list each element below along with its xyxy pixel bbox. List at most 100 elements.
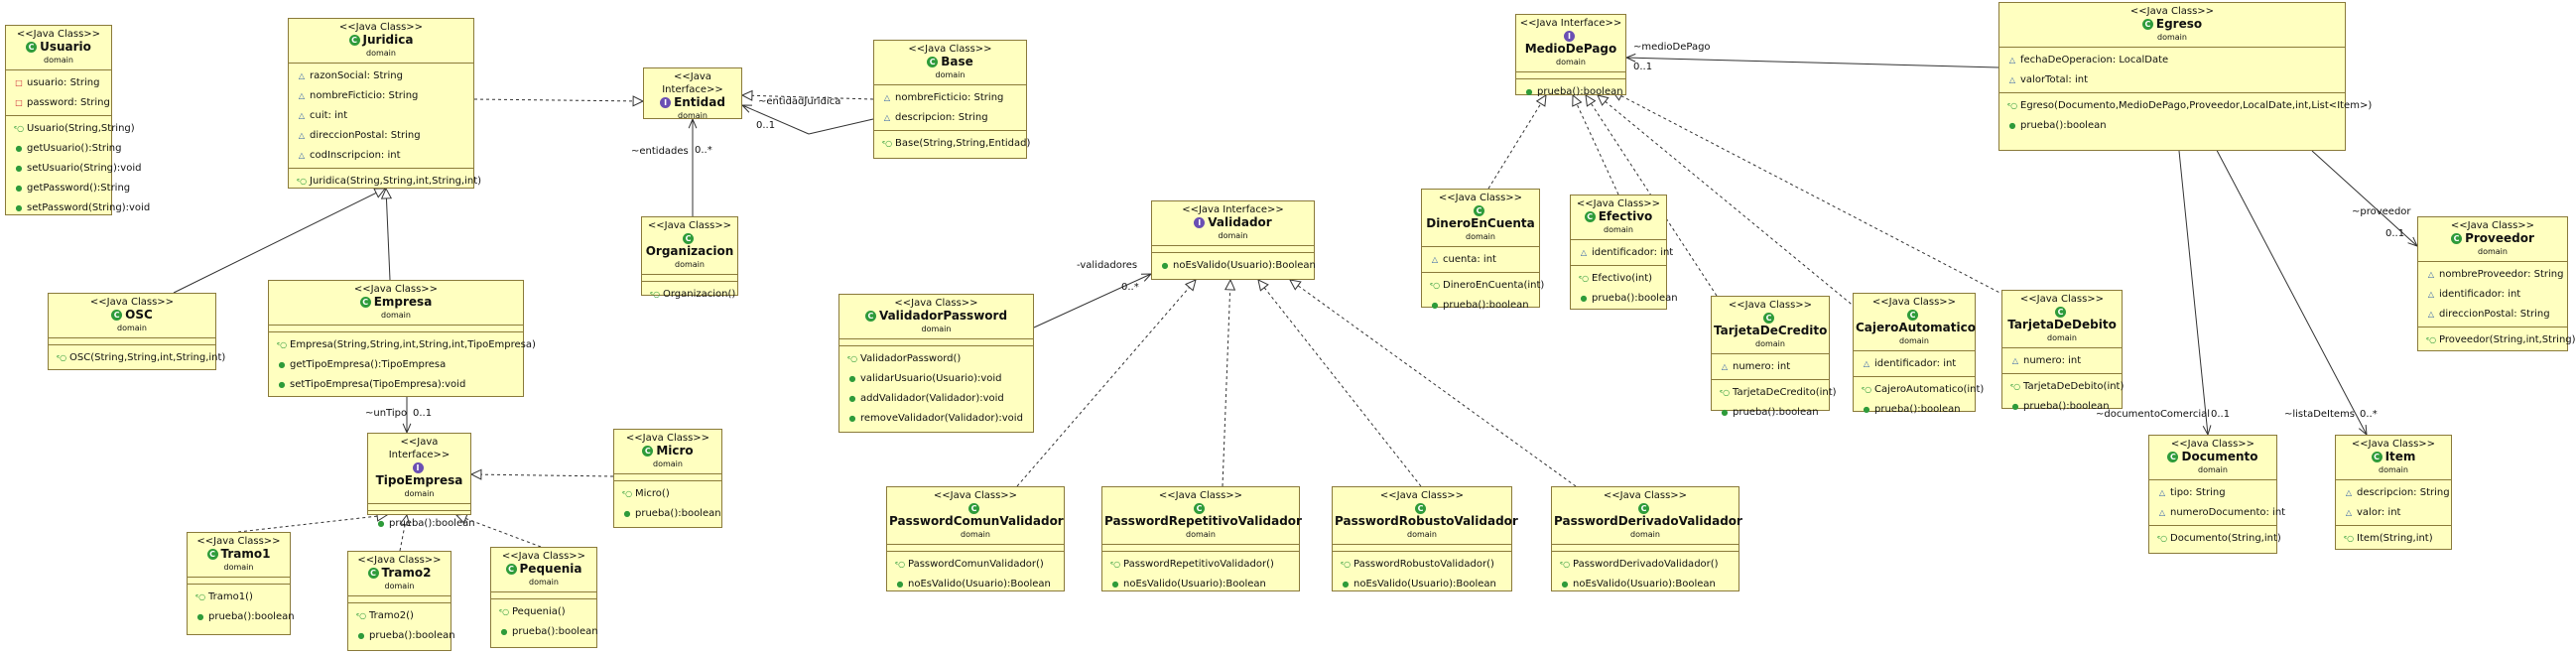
operation-text: removeValidador(Validador):void — [860, 413, 1023, 424]
class-icon: C — [2055, 307, 2066, 318]
operations-section: ●prueba():boolean — [1516, 79, 1625, 104]
operation-row: ●setPassword(String):void — [6, 198, 151, 218]
package-name: domain — [1604, 225, 1633, 234]
public-method-icon: ● — [15, 203, 23, 212]
attribute-row: △direccionPostal: String — [2418, 305, 2567, 325]
attribute-text: identificador: int — [1874, 358, 1957, 369]
package-visibility-icon: △ — [2011, 356, 2019, 365]
package-name: domain — [675, 260, 705, 269]
package-name: domain — [2157, 33, 2187, 42]
operation-row: ●prueba():boolean — [1422, 296, 1539, 316]
constructor-icon: ᶜ○ — [881, 139, 893, 148]
class-icon: C — [2167, 452, 2179, 462]
public-method-icon: ● — [15, 164, 23, 173]
attribute-text: valorTotal: int — [2020, 74, 2088, 85]
attribute-row: △valor: int — [2336, 503, 2451, 523]
public-method-icon: ● — [377, 519, 385, 528]
operation-text: Base(String,String,Entidad) — [895, 138, 1031, 149]
operations-section: ᶜ○Documento(String,int) — [2149, 526, 2281, 551]
public-method-icon: ● — [357, 631, 365, 640]
package-name: domain — [1218, 231, 1248, 240]
class-name-text: Item — [2384, 450, 2416, 463]
operation-text: prueba():boolean — [2023, 401, 2110, 412]
class-name-text: Usuario — [40, 40, 91, 54]
operation-row: ᶜ○Usuario(String,String) — [6, 119, 135, 139]
generalization-line — [385, 188, 391, 281]
package-name: domain — [404, 489, 435, 498]
class-name-text: Egreso — [2155, 17, 2203, 31]
package-name: domain — [44, 56, 73, 65]
association-line — [808, 118, 874, 135]
operation-row: ᶜ○PasswordDerivadoValidador() — [1552, 555, 1739, 575]
public-method-icon: ● — [1580, 294, 1588, 303]
operation-row: ᶜ○DineroEnCuenta(int) — [1422, 276, 1545, 296]
attribute-row: △tipo: String — [2149, 483, 2276, 503]
realization-arrowhead — [469, 468, 482, 480]
operation-row: ●prueba():boolean — [491, 622, 598, 642]
public-method-icon: ● — [848, 394, 856, 403]
package-visibility-icon: △ — [2008, 75, 2016, 84]
class-icon: C — [1638, 503, 1649, 514]
attributes-section: △identificador: int — [1571, 240, 1673, 266]
operation-text: OSC(String,String,int,String,int) — [69, 352, 226, 363]
operation-row: ᶜ○Empresa(String,String,int,String,int,T… — [269, 335, 536, 355]
operation-row: ●prueba():boolean — [2002, 397, 2122, 417]
operations-section: ᶜ○PasswordComunValidador()●noEsValido(Us… — [887, 552, 1064, 596]
operation-row: ●getTipoEmpresa():TipoEmpresa — [269, 355, 523, 375]
constructor-icon: ᶜ○ — [1429, 281, 1441, 290]
stereotype: <<Java Interface>> — [388, 437, 451, 460]
operation-row: ●noEsValido(Usuario):Boolean — [1102, 575, 1299, 594]
attributes-section — [614, 474, 721, 481]
role-label-medio-de-pago: ~medioDePago — [1633, 42, 1711, 53]
package-name: domain — [381, 311, 411, 320]
class-name-text: OSC — [125, 308, 153, 322]
package-visibility-icon: △ — [298, 91, 306, 100]
class-box-password-repetitivo-validador[interactable]: <<Java Class>>CPasswordRepetitivoValidad… — [1101, 486, 1302, 594]
class-icon: C — [1907, 310, 1918, 321]
attribute-text: identificador: int — [1592, 247, 1674, 258]
operations-section: ●prueba():boolean — [368, 511, 475, 536]
attribute-row: □password: String — [6, 93, 111, 113]
package-name: domain — [529, 578, 559, 587]
operation-row: ●addValidador(Validador):void — [839, 389, 1033, 409]
class-box-password-derivado-validador[interactable]: <<Java Class>>CPasswordDerivadoValidador… — [1551, 486, 1742, 591]
package-name: domain — [921, 325, 952, 333]
package-name: domain — [384, 582, 415, 590]
